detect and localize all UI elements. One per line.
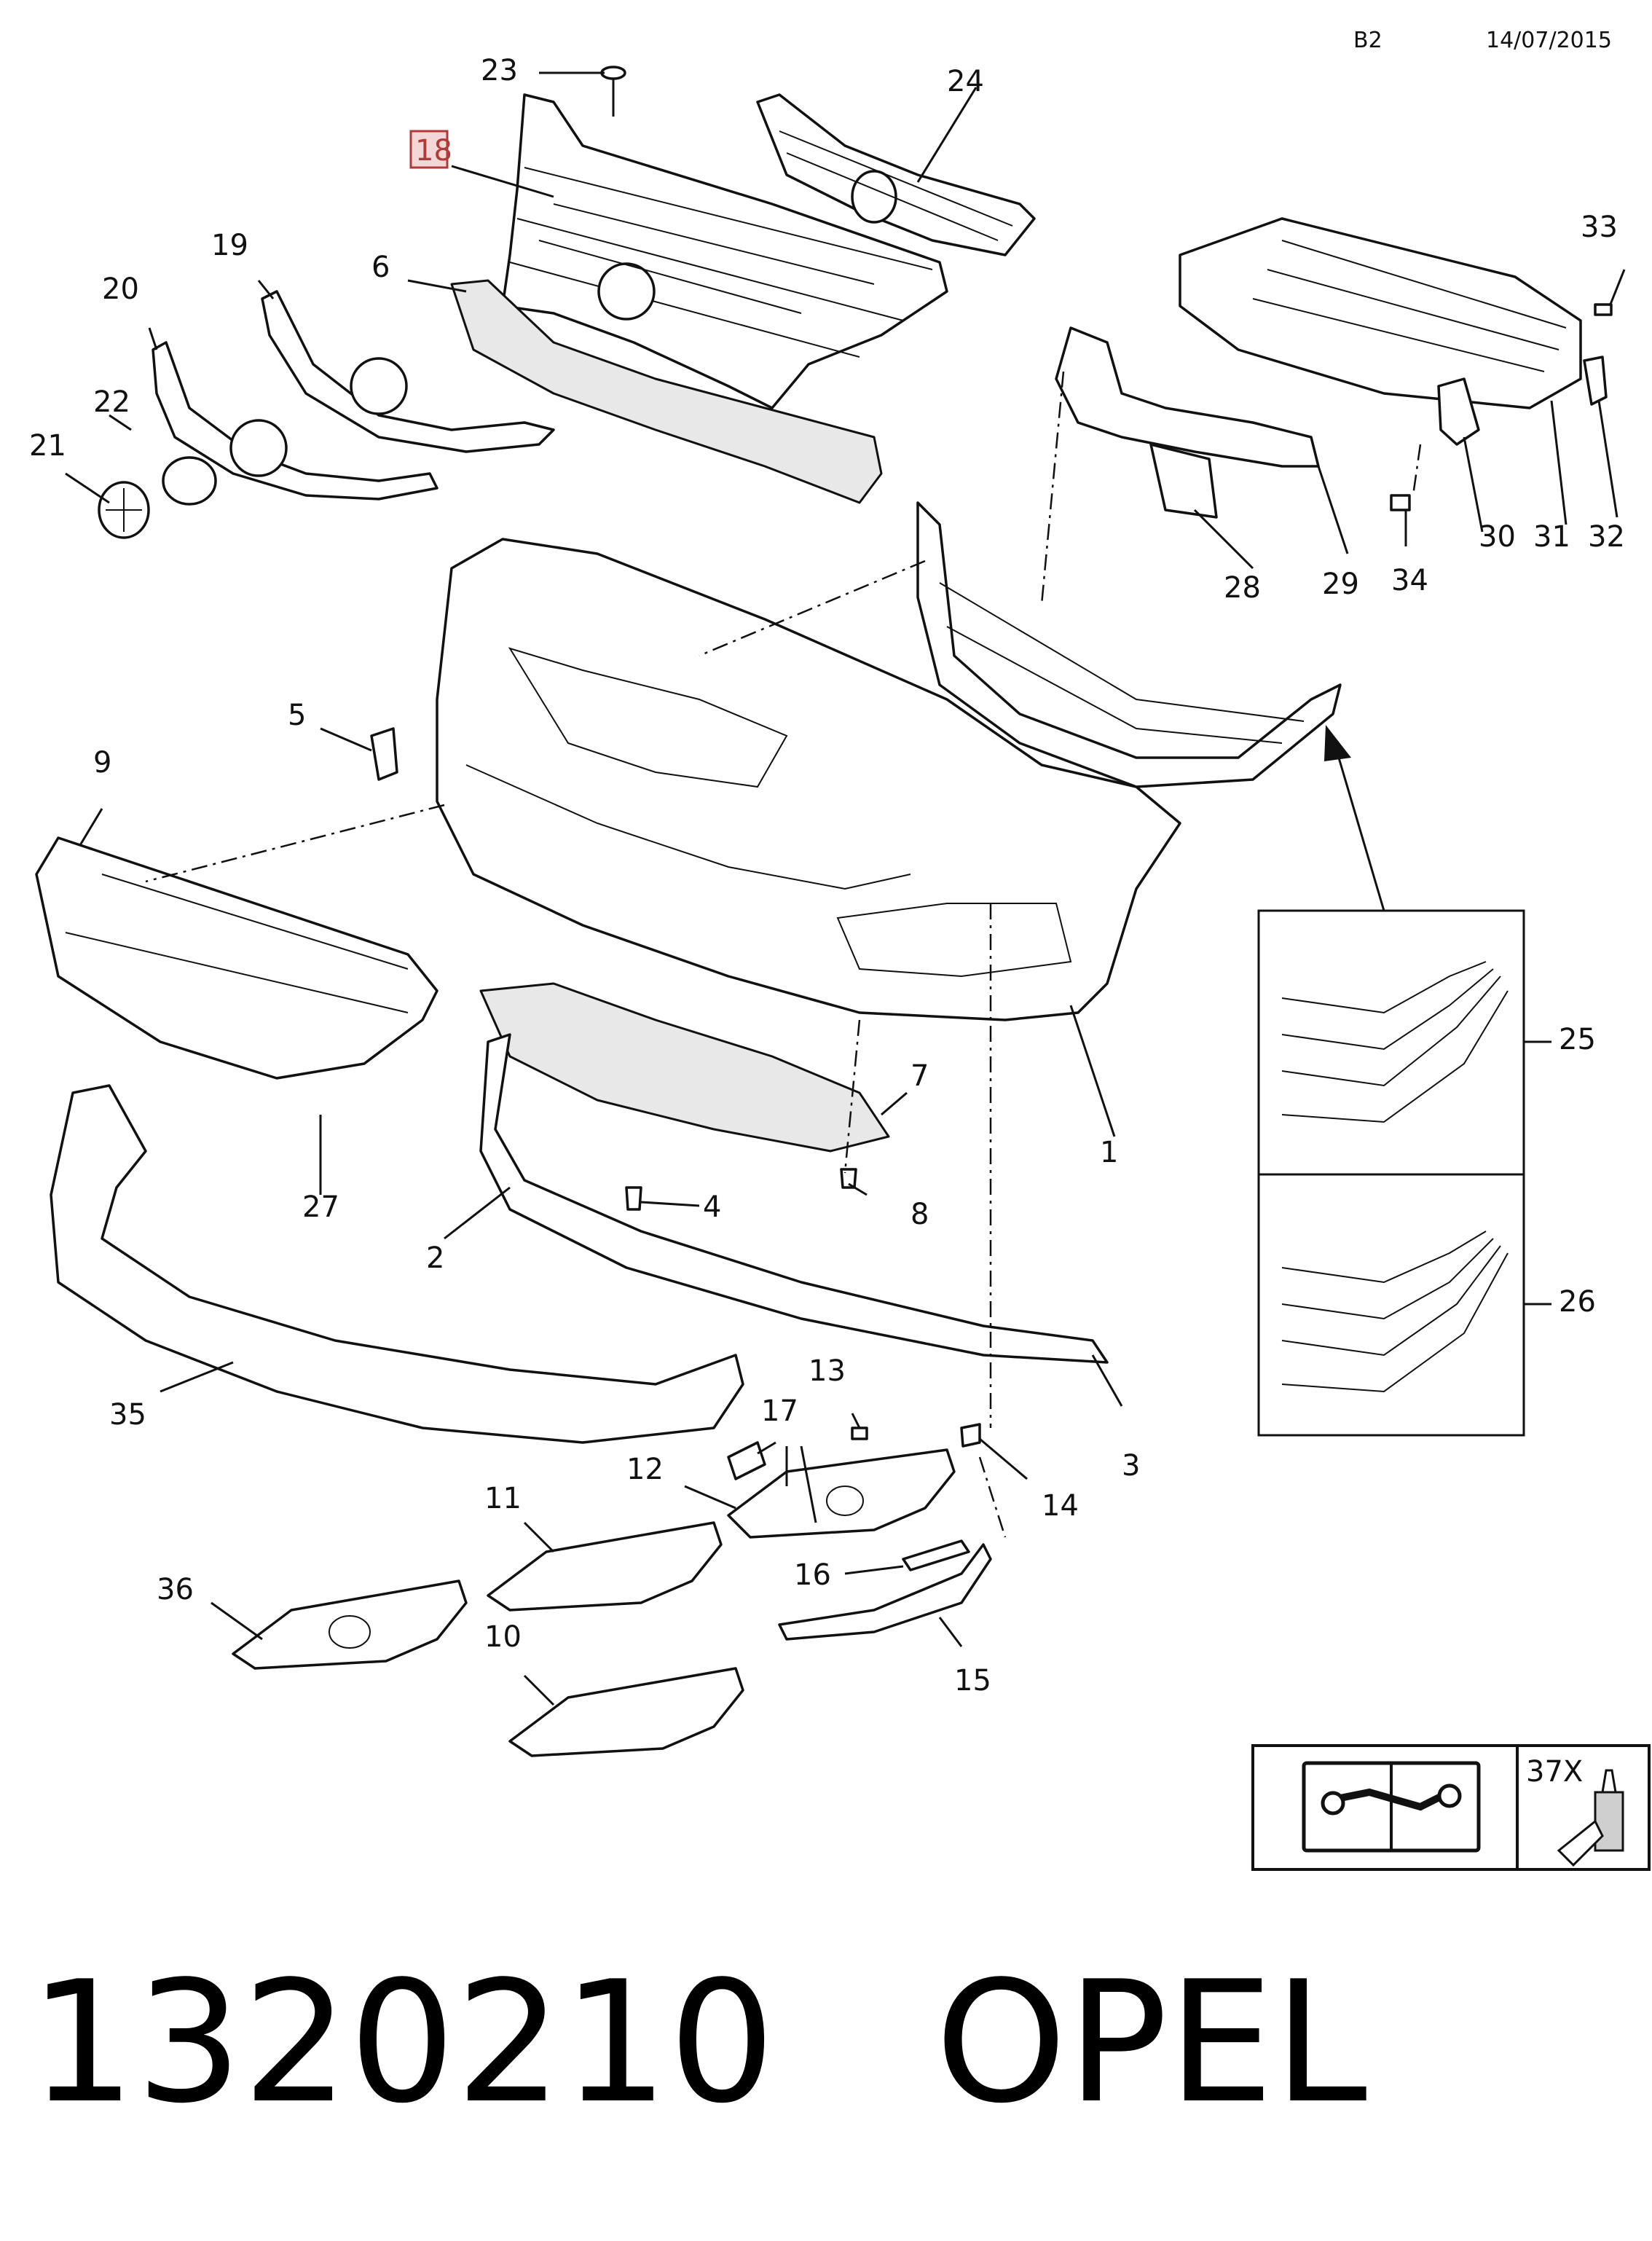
callout-14[interactable]: 14 xyxy=(1042,1489,1079,1523)
callout-16[interactable]: 16 xyxy=(794,1558,831,1592)
callout-7[interactable]: 7 xyxy=(910,1059,929,1093)
callout-21[interactable]: 21 xyxy=(29,429,66,463)
side-bracket-part xyxy=(370,727,398,781)
clip-part-34 xyxy=(1390,494,1411,511)
upper-molding-part xyxy=(261,290,555,453)
callout-20[interactable]: 20 xyxy=(102,272,139,306)
callout-24[interactable]: 24 xyxy=(947,65,984,98)
callout-2[interactable]: 2 xyxy=(426,1241,444,1275)
callout-4[interactable]: 4 xyxy=(703,1190,721,1224)
callout-27[interactable]: 27 xyxy=(302,1190,339,1224)
highlight-box-18 xyxy=(409,130,449,169)
trim-strip-15-16 xyxy=(778,1539,992,1641)
service-box-label: 37X xyxy=(1526,1755,1583,1789)
alignment-line xyxy=(978,1456,1007,1538)
reinforcement-bar-part xyxy=(450,279,883,504)
reference-number: 1320210 xyxy=(29,1946,776,2140)
callout-1[interactable]: 1 xyxy=(1100,1136,1118,1169)
clip-part-17 xyxy=(727,1441,766,1480)
screw-part-13 xyxy=(851,1426,868,1440)
callout-5[interactable]: 5 xyxy=(288,699,306,732)
callout-9[interactable]: 9 xyxy=(93,746,111,780)
arrow-icon xyxy=(1324,725,1351,761)
grille-molding-part xyxy=(756,93,1036,256)
callout-3[interactable]: 3 xyxy=(1122,1449,1140,1483)
callout-35[interactable]: 35 xyxy=(109,1398,146,1432)
air-shutter-actuator-part xyxy=(1437,377,1480,446)
alignment-line xyxy=(699,560,926,657)
callout-15[interactable]: 15 xyxy=(954,1664,991,1698)
callout-8[interactable]: 8 xyxy=(910,1198,929,1231)
fog-lamp-bezel-10 xyxy=(508,1667,744,1757)
clip-part-4 xyxy=(625,1186,642,1211)
alignment-line xyxy=(1412,444,1422,496)
adhesive-tube-icon xyxy=(1557,1769,1624,1867)
alignment-line xyxy=(1040,371,1065,605)
callout-19[interactable]: 19 xyxy=(211,229,248,262)
service-info-box xyxy=(1251,1744,1651,1871)
callout-36[interactable]: 36 xyxy=(157,1573,194,1606)
alignment-line xyxy=(843,1019,861,1174)
callout-23[interactable]: 23 xyxy=(481,54,518,87)
sheet-code: B2 xyxy=(1353,28,1382,53)
callout-29[interactable]: 29 xyxy=(1322,568,1359,601)
bracket-plate-part xyxy=(1149,443,1218,519)
fog-lamp-bezel-12 xyxy=(727,1448,956,1539)
bumper-cover-part xyxy=(436,538,1181,1021)
callout-13[interactable]: 13 xyxy=(809,1354,846,1388)
diagram-date: 14/07/2015 xyxy=(1486,28,1612,53)
callout-30[interactable]: 30 xyxy=(1479,520,1516,554)
fog-lamp-bezel-11 xyxy=(487,1521,723,1612)
callout-18[interactable]: 18 xyxy=(415,134,452,168)
callout-31[interactable]: 31 xyxy=(1533,520,1570,554)
callout-26[interactable]: 26 xyxy=(1559,1285,1596,1319)
callout-22[interactable]: 22 xyxy=(93,385,130,419)
callout-10[interactable]: 10 xyxy=(484,1620,522,1654)
lower-molding-part xyxy=(152,341,438,501)
clip-part-32 xyxy=(1583,356,1608,406)
lower-grille-part xyxy=(916,501,1342,788)
leader-lines xyxy=(65,71,1626,1706)
detail-inset-box xyxy=(1257,909,1551,1437)
undertray-part xyxy=(479,982,890,1153)
emblem-carrier-part xyxy=(162,456,217,506)
callout-33[interactable]: 33 xyxy=(1581,211,1618,244)
catalog-reference: 1320210 OPEL xyxy=(29,1960,1367,2127)
front-valance-part xyxy=(50,1084,744,1444)
bolt-part xyxy=(600,66,626,117)
fog-lamp-bezel-36 xyxy=(232,1579,468,1670)
callout-28[interactable]: 28 xyxy=(1224,571,1261,605)
clip-part-14 xyxy=(960,1423,981,1448)
screw-part-33 xyxy=(1594,303,1613,316)
callout-11[interactable]: 11 xyxy=(484,1482,522,1515)
callout-12[interactable]: 12 xyxy=(626,1453,664,1486)
callout-labels: 18 23 24 6 19 20 22 21 33 30 31 32 34 29… xyxy=(29,54,1625,1789)
callout-6[interactable]: 6 xyxy=(371,251,390,284)
callout-34[interactable]: 34 xyxy=(1391,564,1428,597)
air-shutter-frame-part xyxy=(1179,217,1582,409)
callout-32[interactable]: 32 xyxy=(1588,520,1625,554)
callout-25[interactable]: 25 xyxy=(1559,1023,1596,1056)
grille-trim-part xyxy=(35,836,438,1080)
emblem-part xyxy=(98,481,150,539)
alignment-line xyxy=(145,804,445,883)
lower-spoiler-part xyxy=(479,1033,1109,1364)
upper-grille-part xyxy=(501,93,948,409)
callout-17[interactable]: 17 xyxy=(761,1394,798,1428)
manual-wrench-icon xyxy=(1302,1761,1481,1853)
brand-name: OPEL xyxy=(935,1946,1367,2140)
